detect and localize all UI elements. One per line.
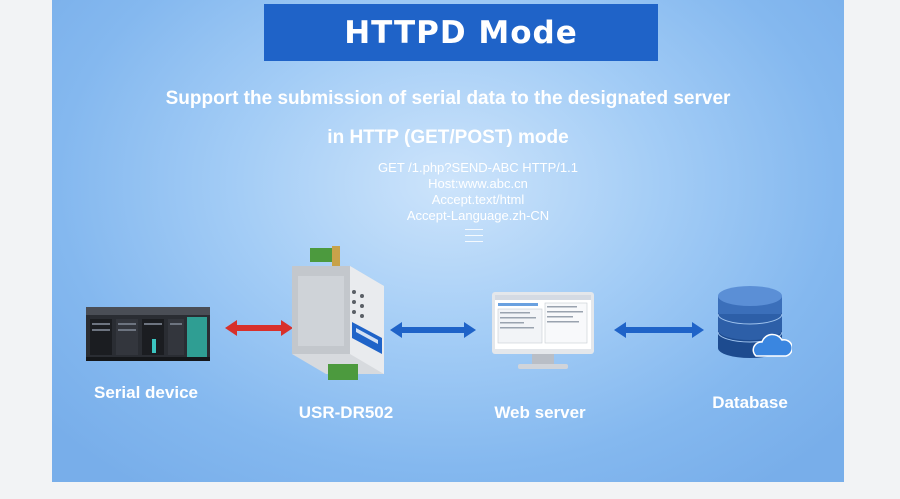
diagram-panel: HTTPD Mode Support the submission of ser… <box>52 0 844 482</box>
network-link-arrow <box>390 322 476 338</box>
database-label: Database <box>712 393 788 412</box>
serial-device-label: Serial device <box>94 383 198 402</box>
gateway-device-icon <box>292 246 384 380</box>
request-line: Accept.text/html <box>431 192 525 207</box>
database-icon <box>717 286 792 358</box>
web-server-icon <box>492 292 594 369</box>
serial-device-icon <box>86 307 210 361</box>
title-bar: HTTPD Mode <box>264 4 658 61</box>
request-line: Accept-Language.zh-CN <box>406 208 550 223</box>
serial-link-arrow <box>225 320 293 336</box>
request-continuation-lines <box>465 229 483 247</box>
request-line: GET /1.php?SEND-ABC HTTP/1.1 <box>378 160 578 175</box>
web-server-label: Web server <box>494 403 586 422</box>
http-request-block: GET /1.php?SEND-ABC HTTP/1.1 Host:www.ab… <box>332 160 624 224</box>
request-line: Host:www.abc.cn <box>428 176 528 191</box>
gateway-label: USR-DR502 <box>298 403 394 422</box>
subtitle-line-2: in HTTP (GET/POST) mode <box>327 127 569 148</box>
database-link-arrow <box>614 322 704 338</box>
page-title: HTTPD Mode <box>344 14 578 51</box>
subtitle-line-1: Support the submission of serial data to… <box>165 88 731 109</box>
